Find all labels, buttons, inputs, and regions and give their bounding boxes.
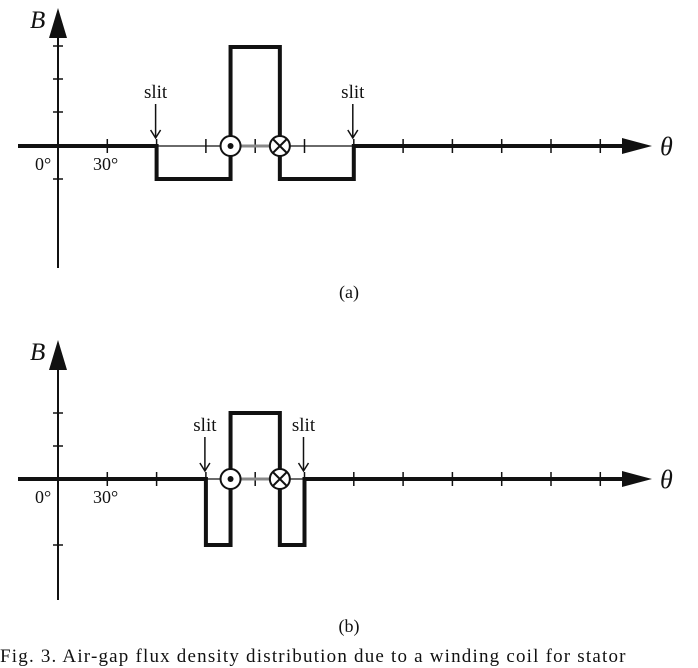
- slit-arrowhead-right: [347, 129, 359, 140]
- slit-arrowhead-right: [297, 462, 310, 473]
- figure-caption: Fig. 3. Air-gap flux density distributio…: [0, 646, 627, 667]
- slit-label-left: slit: [193, 415, 217, 436]
- x-axis-arrowhead: [622, 138, 652, 154]
- x-axis-label: θ: [660, 132, 673, 161]
- x-tick-label-0: 0°: [35, 487, 51, 507]
- flux-waveform: [18, 45, 622, 181]
- subfigure-label: (a): [339, 282, 359, 303]
- coil-out-dot: [227, 476, 234, 482]
- y-axis-arrowhead: [49, 8, 67, 38]
- slit-label-right: slit: [292, 415, 316, 436]
- x-axis-arrowhead: [622, 471, 652, 487]
- panel-a: Bθ 0° 30° slit slit (a): [18, 7, 673, 303]
- slit-arrowhead-left: [149, 129, 162, 140]
- slit-arrowhead-left: [199, 462, 211, 473]
- coil-in-cross: [272, 138, 288, 154]
- coil-out-dot: [227, 143, 234, 149]
- slit-label-left: slit: [144, 82, 168, 103]
- y-axis-arrowhead: [49, 340, 67, 370]
- x-tick-label-0: 0°: [35, 154, 51, 174]
- slit-label-right: slit: [341, 82, 365, 103]
- x-tick-label-30: 30°: [93, 154, 118, 174]
- subfigure-label: (b): [339, 616, 360, 637]
- flux-waveform: [18, 411, 622, 547]
- panel-b: Bθ 0° 30° slit slit (b): [18, 339, 673, 637]
- coil-in-cross: [272, 471, 288, 487]
- x-axis-label: θ: [660, 465, 673, 494]
- y-axis-label: B: [30, 7, 45, 34]
- x-tick-label-30: 30°: [93, 487, 118, 507]
- y-axis-label: B: [30, 339, 45, 366]
